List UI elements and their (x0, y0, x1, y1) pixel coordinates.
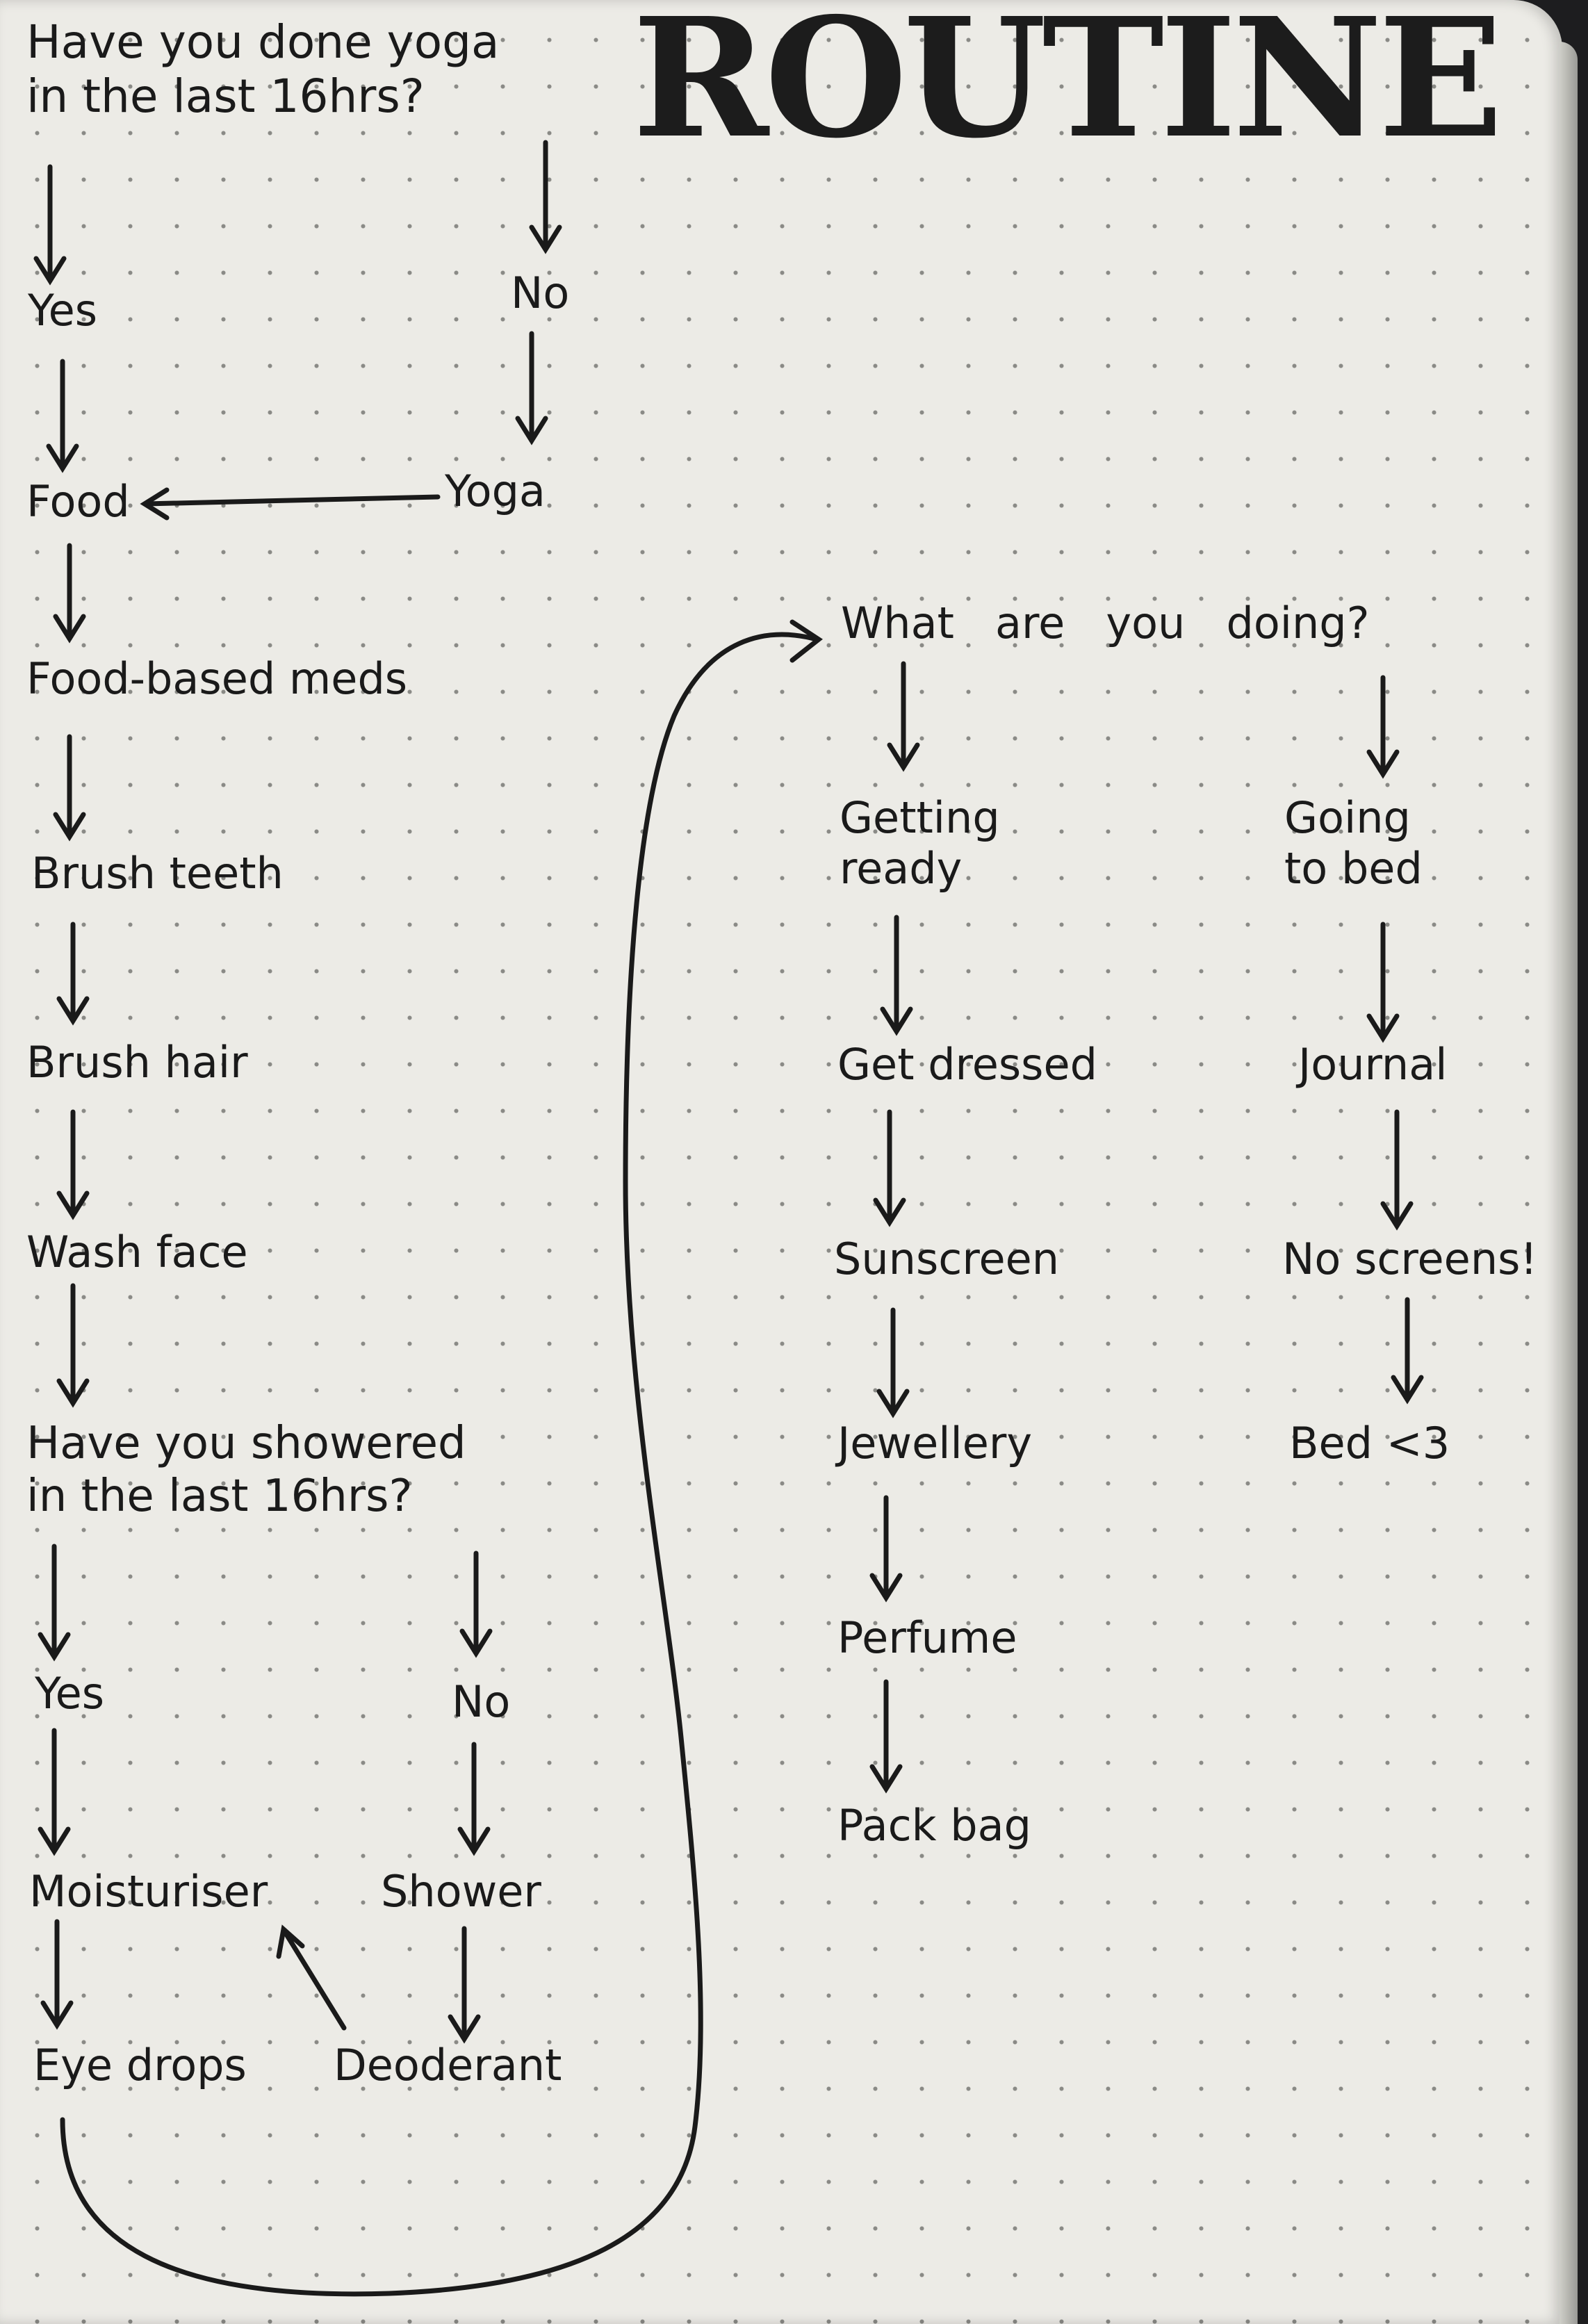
arrow-loop-to-what-doing (60, 619, 823, 2297)
step-wash-face: Wash face (26, 1227, 248, 1277)
answer-yes-yoga: Yes (28, 285, 98, 336)
arrow-face-to-shower-q (56, 1283, 90, 1408)
step-deoderant: Deoderant (334, 2040, 562, 2090)
arrow-teeth-to-hair (56, 922, 90, 1026)
answer-no-shower: No (452, 1676, 511, 1727)
step-get-dressed: Get dressed (837, 1039, 1097, 1090)
title-text: ROUTINE (632, 0, 1503, 174)
step-jewellery: Jewellery (837, 1418, 1033, 1468)
arrow-doing-to-getting-ready (887, 661, 920, 772)
step-no-screens: No screens! (1282, 1234, 1538, 1284)
arrow-bed-to-journal (1366, 922, 1400, 1043)
arrow-jewellery-to-perfume (869, 1495, 903, 1603)
answer-yes-shower: Yes (35, 1668, 105, 1719)
arrow-yoga-to-food (140, 487, 441, 521)
arrow-q-to-yes (33, 164, 67, 286)
arrow-moisturiser-to-eyedrops (40, 1919, 74, 2030)
step-sunscreen: Sunscreen (834, 1234, 1060, 1284)
arrow-sunscreen-to-jewellery (876, 1307, 910, 1418)
arrow-q-to-no (529, 140, 562, 254)
page-title: ROUTINE (632, 0, 1503, 174)
arrow-shower-q-to-yes (38, 1544, 71, 1662)
step-brush-hair: Brush hair (26, 1037, 248, 1088)
step-moisturiser: Moisturiser (29, 1866, 268, 1917)
arrow-yes-to-moisturiser (38, 1728, 71, 1856)
arrow-deoderant-to-moisturiser (276, 1924, 347, 2031)
arrow-no-to-shower (457, 1742, 491, 1856)
arrow-noscreens-to-bed (1391, 1297, 1424, 1405)
page-edge (1560, 42, 1578, 2324)
arrow-hair-to-face (56, 1109, 90, 1220)
branch-going-to-bed: Going to bed (1284, 792, 1423, 894)
arrow-meds-to-teeth (53, 734, 86, 842)
arrow-doing-to-going-bed (1366, 675, 1400, 779)
step-shower: Shower (381, 1866, 541, 1917)
step-food-based-meds: Food-based meds (26, 653, 408, 704)
arrow-perfume-to-packbag (869, 1679, 903, 1794)
step-bed: Bed <3 (1289, 1418, 1450, 1468)
arrow-no-to-yoga (515, 331, 548, 445)
arrow-food-to-meds (53, 543, 86, 644)
step-perfume: Perfume (837, 1612, 1017, 1663)
question-what-doing: What are you doing? (841, 598, 1370, 648)
step-brush-teeth: Brush teeth (31, 848, 284, 899)
question-shower: Have you showered in the last 16hrs? (26, 1418, 466, 1522)
step-pack-bag: Pack bag (837, 1800, 1031, 1851)
step-journal: Journal (1298, 1039, 1448, 1090)
arrow-yes-to-food (46, 359, 79, 473)
arrow-shower-to-deoderant (448, 1926, 481, 2044)
arrow-dressed-to-sunscreen (873, 1109, 906, 1227)
answer-no-yoga: No (511, 268, 570, 318)
step-eye-drops: Eye drops (33, 2040, 247, 2090)
step-yoga: Yoga (445, 466, 546, 516)
step-food: Food (26, 476, 130, 527)
question-yoga: Have you done yoga in the last 16hrs? (26, 15, 500, 123)
branch-getting-ready: Getting ready (840, 792, 1000, 894)
arrow-ready-to-dressed (880, 915, 913, 1036)
arrow-shower-q-to-no (459, 1550, 493, 1658)
arrow-journal-to-noscreens (1380, 1109, 1414, 1231)
